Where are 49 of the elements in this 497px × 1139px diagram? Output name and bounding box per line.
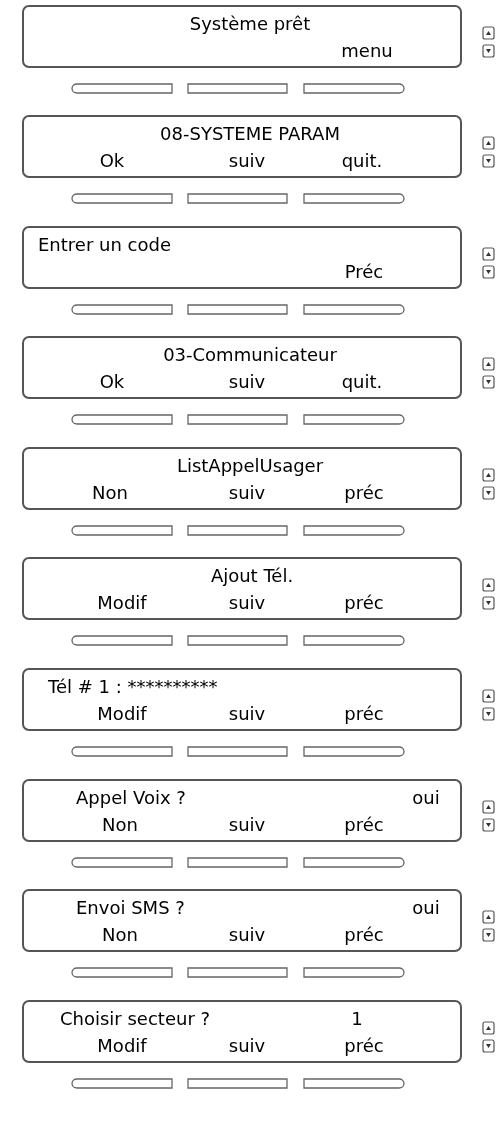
- lcd-screen: [22, 1000, 462, 1063]
- screen-text: quit.: [341, 371, 383, 393]
- screen-text: préc: [344, 924, 384, 946]
- screen-text: suiv: [228, 1035, 266, 1057]
- screen-text: Non: [102, 814, 138, 836]
- screen-text: oui: [412, 787, 440, 809]
- lcd-screen: [22, 779, 462, 842]
- screen-text: Modif: [97, 1035, 147, 1057]
- screen-text: Appel Voix ?: [76, 787, 186, 809]
- screen-text: Ok: [99, 371, 125, 393]
- lcd-screen: [22, 889, 462, 952]
- lcd-screen: [22, 5, 462, 68]
- screen-text: suiv: [228, 703, 266, 725]
- screen-text: Système prêt: [189, 13, 311, 35]
- screen-text: suiv: [228, 814, 266, 836]
- lcd-screen: [22, 115, 462, 178]
- screen-text: Envoi SMS ?: [76, 897, 185, 919]
- screen-text: Non: [92, 482, 128, 504]
- screen-text: Ok: [99, 150, 125, 172]
- screen-text: suiv: [228, 592, 266, 614]
- screen-text: suiv: [228, 150, 266, 172]
- screen-text: préc: [344, 703, 384, 725]
- lcd-screen: [22, 336, 462, 399]
- screen-text: suiv: [228, 924, 266, 946]
- screen-text: préc: [344, 1035, 384, 1057]
- screen-text: Entrer un code: [38, 234, 171, 256]
- screen-text: suiv: [228, 371, 266, 393]
- screen-text: 1: [351, 1008, 363, 1030]
- screen-text: préc: [344, 482, 384, 504]
- screen-text: Ajout Tél.: [210, 565, 294, 587]
- screen-text: Modif: [97, 703, 147, 725]
- screen-text: Non: [102, 924, 138, 946]
- screen-text: oui: [412, 897, 440, 919]
- screen-text: Modif: [97, 592, 147, 614]
- screen-text: 08-SYSTEME PARAM: [160, 123, 340, 145]
- screen-text: préc: [344, 814, 384, 836]
- screen-text: suiv: [228, 482, 266, 504]
- screen-text: Tél # 1 : **********: [48, 676, 218, 698]
- screen-text: Préc: [344, 261, 384, 283]
- screen-text: quit.: [341, 150, 383, 172]
- screen-text: menu: [341, 40, 393, 62]
- lcd-screen: [22, 447, 462, 510]
- lcd-screen: [22, 557, 462, 620]
- screen-text: préc: [344, 592, 384, 614]
- screen-text: Choisir secteur ?: [60, 1008, 211, 1030]
- lcd-screen: [22, 226, 462, 289]
- screen-text: 03-Communicateur: [163, 344, 337, 366]
- lcd-screen: [22, 668, 462, 731]
- screen-text: ListAppelUsager: [176, 455, 324, 477]
